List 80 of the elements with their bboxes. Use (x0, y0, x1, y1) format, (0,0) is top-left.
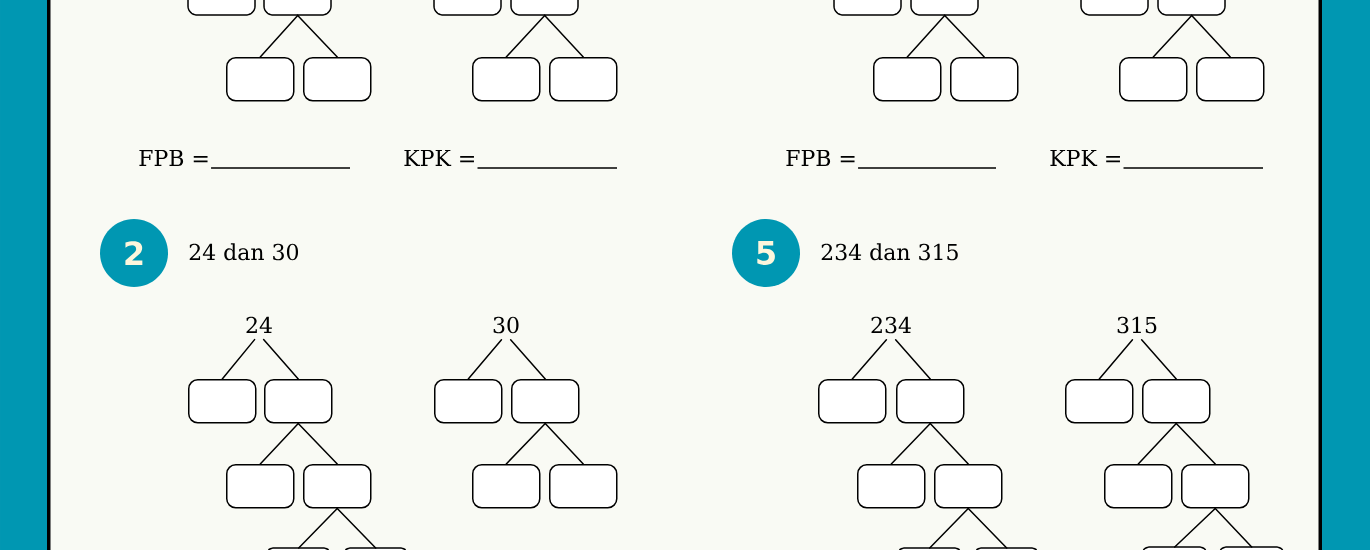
answer-box (433, 0, 502, 16)
branch-line (505, 14, 546, 58)
answer-box (549, 464, 618, 509)
branch-line (851, 339, 888, 380)
branch-line (509, 339, 546, 380)
tree-top-number: 234 (871, 316, 911, 334)
branch-line (967, 507, 1008, 549)
tree-top-number: 315 (1117, 316, 1157, 334)
branch-line (1140, 339, 1177, 380)
answer-box (1104, 464, 1173, 509)
answer-box (549, 57, 618, 102)
branch-line (543, 14, 584, 58)
branch-line (1175, 422, 1216, 465)
branch-line (1190, 14, 1231, 58)
branch-line (262, 338, 299, 380)
answer-box (1157, 0, 1226, 16)
answer-box (896, 379, 965, 424)
answer-box (1196, 57, 1265, 102)
branch-line (296, 14, 338, 58)
branch-line (1098, 339, 1134, 380)
branch-line (890, 422, 931, 465)
answer-box (898, 547, 961, 550)
answer-box (472, 464, 541, 509)
answer-prompt: FPB = (139, 149, 208, 166)
branch-line (943, 14, 985, 58)
answer-box (303, 57, 372, 102)
branch-line (259, 14, 299, 58)
answer-box (975, 547, 1038, 550)
branch-line (929, 422, 969, 465)
branch-line (297, 422, 338, 465)
question-text: 24 dan 30 (189, 243, 299, 261)
answer-box (1181, 464, 1250, 509)
answer-box (226, 464, 295, 509)
answer-box (226, 57, 295, 102)
branch-line (906, 14, 946, 58)
answer-box (1142, 546, 1207, 550)
branch-line (505, 422, 546, 465)
answer-box (263, 0, 332, 16)
number-badge: 2 (100, 219, 168, 287)
answer-box (510, 0, 579, 16)
branch-line (1173, 507, 1216, 548)
answer-prompt: FPB = (786, 149, 855, 166)
branch-line (467, 339, 503, 380)
branch-line (297, 507, 338, 549)
answer-box (950, 57, 1019, 102)
answer-box (472, 57, 541, 102)
branch-line (221, 338, 256, 380)
branch-line (1152, 14, 1193, 58)
tree-top-number: 24 (246, 316, 272, 333)
tree-top-number: 30 (493, 316, 519, 334)
answer-box (1065, 379, 1134, 424)
answer-prompt: KPK = (1050, 149, 1120, 166)
answer-box (264, 379, 333, 424)
answer-box (1119, 57, 1188, 102)
answer-box (188, 379, 257, 424)
answer-box (344, 547, 407, 550)
branch-line (894, 339, 931, 380)
answer-box (857, 464, 926, 509)
answer-box (434, 379, 503, 424)
number-badge: 5 (732, 219, 800, 287)
answer-box (267, 547, 330, 550)
answer-box (1080, 0, 1149, 16)
answer-box (818, 379, 887, 424)
question-text: 234 dan 315 (821, 243, 958, 261)
answer-box (511, 379, 580, 424)
answer-box (934, 464, 1003, 509)
branch-line (1137, 422, 1177, 465)
answer-box (873, 57, 942, 102)
answer-box (1142, 379, 1211, 424)
answer-box (187, 0, 256, 16)
branch-line (544, 422, 584, 465)
branch-line (1214, 507, 1253, 548)
branch-line (336, 507, 377, 549)
answer-prompt: KPK = (404, 149, 474, 166)
branch-line (928, 507, 969, 549)
branch-line (259, 422, 299, 465)
answer-box (833, 0, 902, 16)
answer-box (303, 464, 372, 509)
answer-box (1219, 546, 1284, 550)
answer-box (910, 0, 979, 16)
